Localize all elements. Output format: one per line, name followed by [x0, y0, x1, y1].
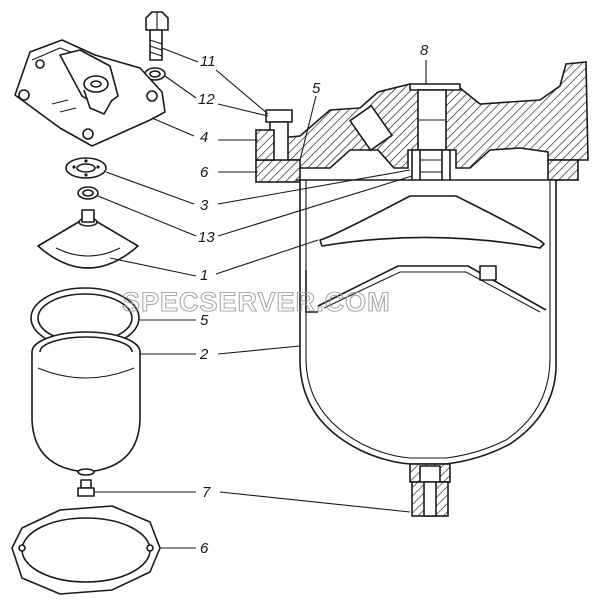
callout-3: 3	[200, 197, 209, 214]
callout-5-left: 5	[200, 312, 209, 329]
callout-6-lower: 6	[200, 540, 209, 557]
callout-4: 4	[200, 129, 208, 146]
callout-13: 13	[198, 229, 215, 246]
callout-11: 11	[200, 53, 216, 70]
callout-1: 1	[200, 267, 208, 284]
reflector-part-1	[37, 209, 139, 269]
gasket-part-3	[65, 157, 107, 179]
watermark-text: SPECSERVER.COM	[122, 287, 391, 317]
callout-2: 2	[199, 346, 209, 363]
drain-plug-section-part-7	[409, 463, 451, 517]
reflector-section-part-1	[319, 195, 545, 249]
callout-8: 8	[420, 42, 429, 59]
callout-labels: 11 12 4 6 3 13 1 5 2 7 6 8 5	[198, 42, 429, 557]
housing-section-part-8	[257, 61, 589, 197]
bowl-part-2	[31, 331, 141, 476]
flange-ring-part-6	[11, 505, 161, 595]
deflector-section	[305, 265, 547, 313]
washer-part-13	[77, 186, 99, 200]
callout-6-upper: 6	[200, 164, 209, 181]
cover-part-4	[14, 39, 166, 147]
callout-5-right: 5	[312, 80, 321, 97]
callout-7: 7	[202, 484, 211, 501]
leader-lines	[94, 47, 427, 549]
callout-12: 12	[198, 91, 215, 108]
bolt-part-11	[145, 11, 169, 61]
drain-plug-part-7	[77, 479, 95, 497]
bowl-section-part-2	[296, 179, 560, 465]
